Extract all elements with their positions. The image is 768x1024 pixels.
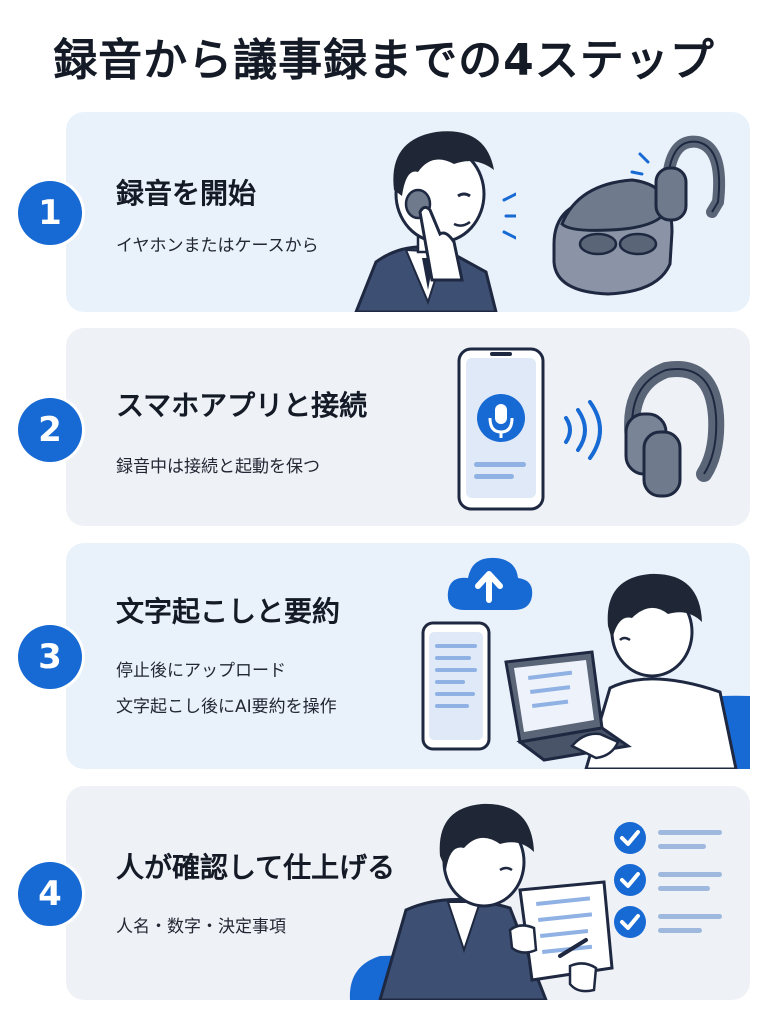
phone-transcript-illustration [421, 621, 491, 751]
step-detail-2: 録音中は接続と起動を保つ [116, 457, 320, 477]
step-number-3: 3 [18, 625, 82, 689]
microphone-icon [477, 394, 525, 442]
step-number-2: 2 [18, 398, 82, 462]
check-icon [614, 906, 646, 938]
step-heading-2: スマホアプリと接続 [116, 389, 368, 422]
step-number-4: 4 [18, 862, 82, 926]
step-detail-3-line-1: 停止後にアップロード [116, 661, 286, 681]
person-reviewing-document-illustration [349, 803, 614, 1000]
step-number-1: 1 [18, 181, 82, 245]
step-detail-1: イヤホンまたはケースから [116, 236, 319, 256]
checklist-icon [614, 822, 722, 938]
check-icon [614, 864, 646, 896]
cloud-upload-icon [447, 557, 533, 610]
step-heading-4: 人が確認して仕上げる [116, 851, 396, 884]
step-heading-3: 文字起こしと要約 [116, 595, 341, 628]
person-with-laptop-illustration [504, 573, 750, 769]
person-touching-earbud-illustration [354, 131, 516, 312]
earbud-icon [624, 361, 725, 498]
step-detail-4: 人名・数字・決定事項 [116, 917, 286, 937]
smartphone-app-illustration [457, 347, 545, 511]
step-detail-3-line-2: 文字起こし後にAI要約を操作 [116, 697, 337, 717]
step-heading-1: 録音を開始 [116, 177, 257, 210]
earbuds-icon [552, 135, 726, 296]
page-title: 録音から議事録までの4ステップ [53, 35, 715, 86]
check-icon [614, 822, 646, 854]
wireless-signal-icon [564, 400, 602, 460]
